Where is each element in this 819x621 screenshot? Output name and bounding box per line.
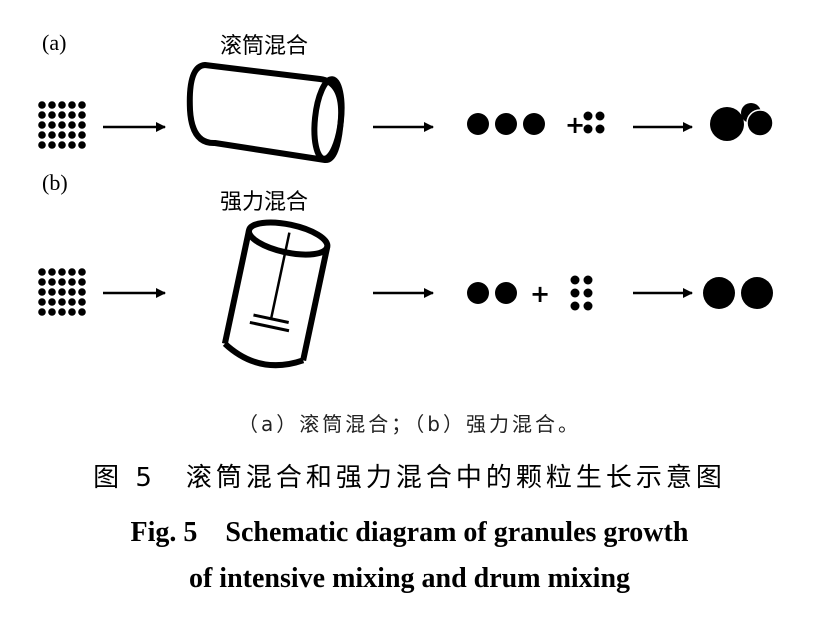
grown-granule-a [710, 103, 774, 141]
panel-b-label: (b) [42, 170, 68, 195]
powder-dot [58, 268, 66, 276]
intensive-mixing-title: 强力混合 [220, 190, 309, 215]
powder-dot [68, 298, 76, 306]
schematic-drawing: + + [38, 62, 774, 369]
powder-dot [38, 121, 46, 129]
fine-particles-b [570, 275, 593, 311]
powder-dot [68, 111, 76, 119]
powder-dot [68, 101, 76, 109]
powder-dot [78, 121, 86, 129]
powder-dot [58, 278, 66, 286]
powder-dot [48, 131, 56, 139]
powder-dot [48, 141, 56, 149]
powder-dot [78, 111, 86, 119]
powder-dot [58, 141, 66, 149]
powder-dot [78, 288, 86, 296]
powder-dot [78, 278, 86, 286]
schematic-figure: (a) 滚筒混合 (b) 强力混合 + [38, 30, 774, 369]
powder-dot [58, 101, 66, 109]
powder-dot [78, 131, 86, 139]
powder-dot [48, 298, 56, 306]
powder-dot [58, 121, 66, 129]
powder-dot [38, 131, 46, 139]
powder-dot [38, 141, 46, 149]
granule-group-b [467, 282, 517, 304]
powder-dot [38, 111, 46, 119]
powder-dot [68, 268, 76, 276]
powder-dot-grid-icon-a [38, 101, 86, 149]
intensive-mixer-icon [221, 219, 331, 369]
powder-dot [68, 131, 76, 139]
powder-dot [38, 288, 46, 296]
figure-caption-chinese: 图 5 滚筒混合和强力混合中的颗粒生长示意图 [93, 463, 726, 493]
drum-mixer-icon [186, 62, 345, 163]
powder-dot [58, 298, 66, 306]
powder-dot [68, 288, 76, 296]
drum-mixing-title: 滚筒混合 [220, 34, 309, 59]
plus-sign-a: + [565, 111, 585, 139]
powder-dot [68, 278, 76, 286]
figure-caption-english-line-2: of intensive mixing and drum mixing [188, 563, 631, 594]
powder-dot [38, 278, 46, 286]
fine-particles-a [583, 111, 605, 134]
plus-sign-b: + [530, 280, 550, 308]
figure-caption-english-line-1: Fig. 5 Schematic diagram of granules gro… [130, 517, 689, 548]
powder-dot [58, 131, 66, 139]
panel-a-label: (a) [42, 30, 67, 55]
powder-dot [78, 268, 86, 276]
powder-dot [68, 121, 76, 129]
powder-dot [58, 288, 66, 296]
grown-granule-b [703, 277, 773, 309]
powder-dot [48, 308, 56, 316]
granule-group-a [467, 113, 545, 135]
powder-dot [48, 121, 56, 129]
powder-dot [38, 298, 46, 306]
powder-dot [58, 111, 66, 119]
powder-dot [48, 101, 56, 109]
powder-dot [48, 111, 56, 119]
powder-dot [48, 278, 56, 286]
powder-dot [38, 101, 46, 109]
powder-dot [48, 268, 56, 276]
powder-dot [78, 298, 86, 306]
powder-dot [58, 308, 66, 316]
powder-dot [78, 308, 86, 316]
powder-dot [68, 308, 76, 316]
powder-dot [48, 288, 56, 296]
powder-dot [68, 141, 76, 149]
powder-dot [78, 141, 86, 149]
powder-dot-grid-icon-b [38, 268, 86, 316]
powder-dot [38, 308, 46, 316]
figure-subcaption: （a）滚筒混合；（b）强力混合。 [238, 412, 581, 436]
powder-dot [38, 268, 46, 276]
powder-dot [78, 101, 86, 109]
